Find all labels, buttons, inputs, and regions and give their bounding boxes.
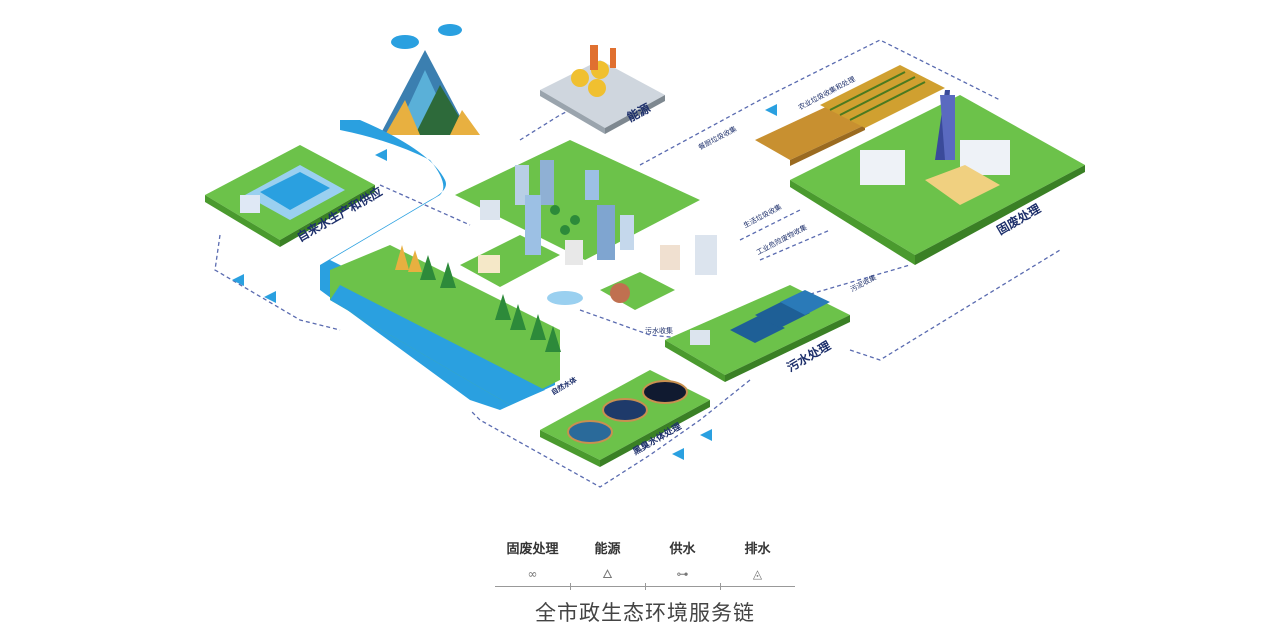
legend-item-solid-waste: 固废处理 ∞ [495, 541, 570, 581]
legend-item-drainage: 排水 ◬ [720, 541, 795, 581]
legend-title: 排水 [744, 542, 771, 557]
legend: 固废处理 ∞ 能源 🜂 供水 ⊶ 排水 ◬ 全市政生态环境服务链 [495, 541, 795, 631]
legend-tick [720, 583, 721, 590]
flame-icon: 🜂 [602, 567, 613, 581]
mountain [380, 24, 480, 135]
solid-waste-platform [790, 90, 1085, 265]
tap-water-platform [205, 145, 375, 247]
footer-title: 全市政生态环境服务链 [535, 601, 755, 625]
energy-platform [540, 45, 665, 134]
flow-arrows [232, 104, 777, 460]
label-sludge-collection: 污泥收集 [849, 273, 878, 294]
forest [395, 245, 561, 352]
legend-item-water-supply: 供水 ⊶ [645, 541, 720, 581]
farm-fields [755, 65, 945, 166]
flow-routes [214, 39, 1061, 488]
black-water-platform [540, 370, 710, 467]
legend-title: 能源 [594, 542, 621, 557]
label-kitchen-waste: 餐厨垃圾收集 [697, 124, 738, 152]
pipe-valve-icon: ⊶ [676, 567, 689, 581]
legend-item-energy: 能源 🜂 [570, 541, 645, 581]
river [320, 120, 560, 410]
water-drop-icon: ◬ [752, 567, 763, 581]
legend-tick [570, 583, 571, 590]
sewage-platform [665, 285, 850, 382]
label-industrial-waste: 工业危险废物收集 [755, 223, 809, 257]
infinity-icon: ∞ [527, 567, 538, 581]
legend-tick [645, 583, 646, 590]
legend-title: 供水 [669, 542, 696, 557]
legend-title: 固废处理 [506, 542, 559, 557]
label-sewage-collection: 污水收集 [645, 326, 673, 335]
label-domestic-garbage: 生活垃圾收集 [742, 202, 783, 230]
city-center [455, 140, 717, 310]
